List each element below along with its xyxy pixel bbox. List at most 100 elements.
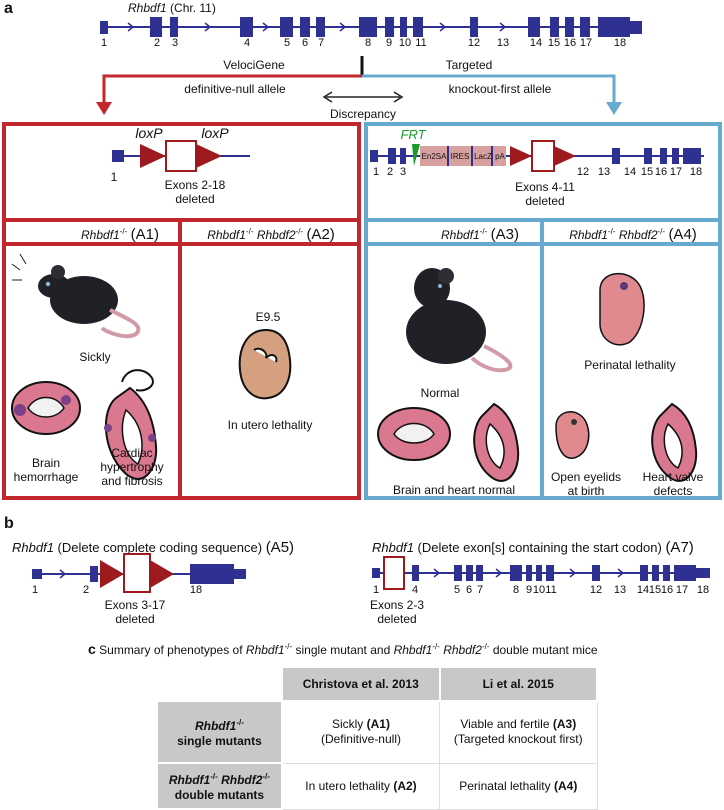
tag: (A4)	[668, 226, 697, 243]
genotype: Rhbdf1	[207, 228, 246, 242]
exon-label: 9	[525, 584, 533, 596]
brain-hemorrhage-illustration	[11, 381, 81, 435]
summary-title: c Summary of phenotypes of Rhbdf1-/- sin…	[88, 641, 598, 657]
genotype: Rhbdf1	[569, 228, 608, 242]
a3-main-label: Normal	[420, 386, 460, 400]
a4-main-label: Perinatal lethality	[584, 358, 676, 372]
genotype-sup: -/-	[236, 718, 244, 727]
exon-label: 3	[171, 37, 179, 49]
genotype: Rhbdf2	[618, 228, 658, 242]
discrepancy-label: Discrepancy	[329, 107, 397, 121]
a7-description: (Delete exon[s] containing the start cod…	[417, 540, 662, 555]
a3-sub-label: Brain and heart normal	[392, 483, 516, 497]
summary-title-pre: Summary of phenotypes of	[99, 643, 243, 657]
exon-label: 4	[411, 584, 419, 596]
exon-label: 17	[579, 37, 593, 49]
a7-construct	[372, 556, 710, 590]
a1-main-label: Sickly	[79, 350, 111, 364]
exon-label: 2	[153, 37, 161, 49]
row-header: Rhbdf1-/- Rhbdf2-/- double mutants	[156, 762, 283, 810]
cell-text: Perinatal lethality	[459, 778, 551, 793]
genotype-sup: -/-	[284, 642, 293, 651]
perinatal-pup-illustration	[599, 272, 645, 346]
gene-name: Rhbdf1	[128, 1, 167, 15]
a7-title: Rhbdf1 (Delete exon[s] containing the st…	[372, 539, 694, 556]
genotype-sup: -/-	[210, 772, 218, 781]
exon-label: 14	[623, 166, 637, 178]
loxp-label-2: loxP	[201, 125, 229, 141]
exon-label: 5	[283, 37, 291, 49]
a1-brain-label-2: hemorrhage	[13, 470, 79, 484]
normal-mouse-illustration	[406, 268, 513, 373]
knockout-first-label: knockout-first allele	[448, 82, 552, 96]
genotype: Rhbdf2	[256, 228, 296, 242]
intron-arrows	[127, 22, 507, 32]
normal-heart-illustration	[473, 402, 520, 482]
genotype-sup: -/-	[245, 227, 254, 236]
header-a3: Rhbdf1-/- (A3)	[420, 226, 540, 243]
header-a4: Rhbdf1-/- Rhbdf2-/- (A4)	[544, 226, 722, 243]
gene-name: Rhbdf1	[12, 540, 54, 555]
exon-label: 1	[100, 37, 108, 49]
genotype: Rhbdf1	[81, 228, 120, 242]
header-a2: Rhbdf1-/- Rhbdf2-/- (A2)	[182, 226, 360, 243]
right-construct-caption-2: deleted	[525, 194, 565, 208]
a5-caption-2: deleted	[115, 612, 155, 626]
cell-subtext: (Targeted knockout first)	[453, 732, 583, 747]
summary-title-mid: single mutant and	[295, 643, 391, 657]
exon-label: 13	[613, 584, 627, 596]
exon-label: 11	[545, 584, 557, 596]
exon-label: 10	[532, 584, 546, 596]
cell-text: In utero lethality	[305, 778, 390, 793]
embryo-illustration	[238, 328, 292, 400]
exon-label: 3	[399, 166, 407, 178]
exon-label: 18	[689, 166, 703, 178]
exon-blocks	[100, 17, 642, 37]
a1-heart-label-1: Cardiac	[111, 446, 153, 460]
cassette-label: En2SA	[421, 152, 447, 161]
table-cell: Viable and fertile (A3) (Targeted knocko…	[439, 700, 598, 764]
frt-label: FRT	[400, 127, 426, 142]
cell-tag: (A3)	[552, 717, 577, 732]
exon-label: 11	[415, 37, 427, 49]
a7-caption-2: deleted	[377, 612, 417, 626]
exon-label: 15	[547, 37, 561, 49]
row-label: double mutants	[174, 788, 265, 802]
exon-label: 13	[597, 166, 611, 178]
a1-heart-label-2: hypertrophy	[100, 460, 164, 474]
exon-label: 8	[364, 37, 372, 49]
exon-label: 7	[476, 584, 484, 596]
row-header: Rhbdf1-/- single mutants	[156, 700, 283, 764]
genotype-sup: -/-	[432, 642, 440, 651]
left-exon1-label: 1	[110, 170, 118, 184]
summary-table: Christova et al. 2013 Li et al. 2015 Rhb…	[156, 666, 599, 810]
row-label: single mutants	[177, 734, 262, 748]
exon-label: 10	[398, 37, 412, 49]
gene-name: Rhbdf2	[443, 643, 482, 657]
panel-letter-a: a	[4, 0, 13, 17]
exon-label: 14	[529, 37, 543, 49]
a5-construct	[32, 553, 246, 593]
cell-text: Viable and fertile	[460, 717, 550, 732]
a1-heart-label-3: and fibrosis	[101, 474, 163, 488]
summary-title-post: double mutant mice	[492, 643, 598, 657]
exon-label: 2	[386, 166, 394, 178]
exon-label: 12	[589, 584, 603, 596]
exon-label: 15	[648, 584, 662, 596]
chromosome-label: (Chr. 11)	[170, 1, 216, 15]
exon-label: 5	[453, 584, 461, 596]
cell-text: Sickly	[331, 717, 364, 732]
exon-label: 9	[385, 37, 393, 49]
sick-mouse-illustration	[11, 253, 141, 339]
split-arrows	[96, 56, 622, 115]
genotype-sup: -/-	[481, 642, 490, 651]
genotype-sup: -/-	[119, 227, 128, 236]
definitive-null-label: definitive-null allele	[184, 82, 286, 96]
right-column-divider	[540, 218, 544, 500]
gene-name: Rhbdf2	[221, 773, 263, 787]
table-cell: Perinatal lethality (A4)	[439, 762, 598, 810]
targeted-label: Targeted	[445, 58, 493, 72]
gene-title: Rhbdf1 (Chr. 11)	[128, 1, 216, 15]
a7-tag: (A7)	[665, 539, 694, 556]
exon-label: 12	[467, 37, 481, 49]
